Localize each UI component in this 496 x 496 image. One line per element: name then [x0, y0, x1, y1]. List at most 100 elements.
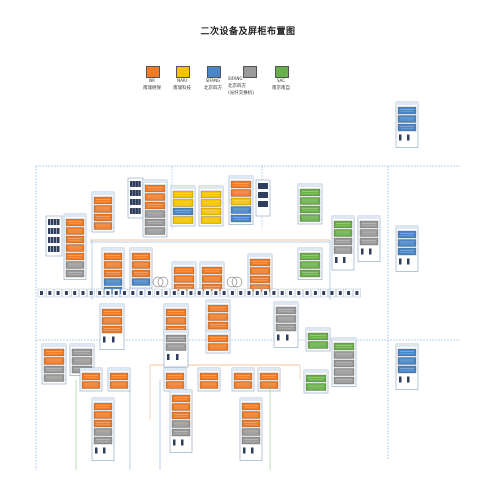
cabinet-low-4-module-0 — [207, 334, 229, 343]
rack-upper-1-device-0-0 — [130, 181, 133, 187]
cabinet-mid-2-module-0 — [201, 266, 223, 275]
strip-device-3 — [64, 291, 68, 295]
rack-upper-2-device-0-1 — [260, 183, 263, 189]
rack-left-1-device-2-3 — [57, 237, 60, 243]
cabinet-feeder-6-header — [258, 368, 280, 371]
strip-device-18 — [189, 291, 193, 295]
cabinet-low-6-module-1 — [275, 315, 297, 323]
cabinet-low-4-module-1 — [207, 343, 229, 351]
cabinet-bottom-3-module-3 — [241, 428, 261, 436]
strip-device-4 — [73, 291, 77, 295]
cabinet-feeder-1-module-1 — [81, 381, 101, 389]
cabinet-far-right-1-device-0 — [399, 258, 402, 265]
rack-left-1-device-0-0 — [48, 219, 51, 225]
rack-left-1-device-2-1 — [51, 237, 54, 243]
rack-upper-1-device-2-1 — [132, 199, 136, 205]
legend: NR 南瑞继保 NARI 南瑞科技 SIFANG 北京四方 SIFANG 北京四… — [0, 0, 496, 110]
rack-upper-1-device-0-1 — [132, 181, 136, 187]
cabinet-far-right-1-module-0 — [397, 230, 417, 239]
cabinet-low-3-module-1 — [207, 313, 229, 321]
cabinet-left-3-module-1 — [103, 261, 123, 269]
cabinet-far-right-2-device-1 — [407, 376, 410, 383]
rack-upper-2-device-2-0 — [258, 201, 261, 207]
cabinet-left-2-module-3 — [93, 222, 113, 230]
strip-device-38 — [355, 291, 359, 295]
cabinet-upper-1-module-3 — [144, 210, 166, 218]
cabinet-left-3-module-2 — [103, 269, 123, 278]
cabinet-far-right-1-device-1 — [407, 258, 410, 265]
cabinet-right-4-device-1 — [369, 248, 372, 255]
rack-left-1-device-3-1 — [51, 246, 54, 252]
cabinet-low-6-header — [274, 302, 298, 305]
cabinet-upper-1-module-4 — [144, 218, 166, 227]
cabinet-upper-1-module-1 — [144, 193, 166, 201]
strip-device-16 — [172, 291, 176, 295]
strip-device-5 — [81, 291, 85, 295]
rack-left-1-device-3-2 — [54, 246, 57, 252]
strip-device-17 — [181, 291, 185, 295]
transformer-a-0 — [152, 276, 164, 288]
cabinet-mid-1-header — [172, 262, 196, 265]
cabinet-left-4-module-2 — [131, 269, 151, 278]
cabinet-far-right-2-header — [396, 344, 418, 347]
cabinet-low-2-module-1 — [165, 317, 187, 325]
legend-code-sifang-switch: SIFANG — [228, 76, 243, 81]
strip-device-14 — [156, 291, 160, 295]
strip-device-20 — [206, 291, 209, 295]
cabinet-bottom-2-module-2 — [171, 411, 191, 420]
cabinet-right-1-module-2 — [299, 205, 321, 214]
cabinet-right-2-header — [298, 248, 322, 251]
strip-device-6 — [89, 291, 93, 295]
cabinet-bl-2-module-1 — [71, 357, 93, 365]
strip-device-33 — [313, 291, 317, 295]
cabinet-low-8-module-4 — [333, 376, 355, 385]
strip-device-19 — [197, 291, 201, 295]
cabinet-far-right-1-header — [396, 226, 418, 229]
strip-device-21 — [214, 291, 218, 295]
rack-upper-2-device-2-3 — [265, 201, 268, 207]
cabinet-feeder-5-module-0 — [233, 372, 253, 381]
cabinet-left-3-module-3 — [103, 278, 123, 286]
strip-device-11 — [131, 291, 135, 295]
rack-left-1-device-3-3 — [57, 246, 60, 252]
cabinet-left-1-module-4 — [65, 252, 85, 261]
cabinet-low-8-module-1 — [333, 351, 355, 359]
cabinet-right-3-header — [332, 216, 354, 219]
rack-upper-1-device-0-3 — [138, 181, 141, 187]
cabinet-bottom-2-module-4 — [171, 428, 191, 437]
cabinet-upper-2-module-0 — [172, 190, 194, 199]
cabinet-right-3-module-1 — [333, 229, 353, 237]
cabinet-right-1-header — [298, 184, 322, 187]
cabinet-bottom-2-module-1 — [171, 403, 191, 411]
cabinet-low-3-header — [206, 300, 230, 303]
rack-left-1-device-1-2 — [54, 228, 57, 234]
cabinet-right-4-device-0 — [361, 248, 364, 255]
cabinet-top-right-module-2 — [397, 123, 417, 132]
cabinet-low-5-device-1 — [176, 354, 179, 360]
strip-device-35 — [330, 291, 334, 295]
strip-device-7 — [98, 291, 102, 295]
cabinet-left-2-module-0 — [93, 196, 113, 205]
rack-upper-1-device-1-3 — [138, 190, 141, 196]
rack-left-1-device-0-3 — [57, 219, 60, 225]
cabinet-bl-2-header — [70, 344, 94, 347]
cabinet-bottom-1-header — [92, 398, 114, 401]
rack-upper-2-device-2-2 — [263, 201, 266, 207]
strip-device-30 — [289, 291, 292, 295]
cabinet-left-4-module-1 — [131, 261, 151, 269]
legend-name-sac: 南京南自 — [272, 86, 290, 91]
cabinet-left-1-module-5 — [65, 261, 85, 269]
cabinet-bottom-1-module-3 — [93, 428, 113, 436]
cabinet-bl-2-module-0 — [71, 348, 93, 357]
cabinet-far-right-2-device-0 — [399, 376, 402, 383]
cabinet-low-8-header — [332, 338, 356, 341]
cabinet-low-8-module-0 — [333, 342, 355, 351]
cabinet-feeder-6-module-1 — [259, 381, 279, 389]
cabinet-bottom-3-device-0 — [243, 447, 246, 454]
cabinet-upper-4-module-3 — [230, 206, 252, 214]
cabinet-bottom-2-module-3 — [171, 420, 191, 428]
cabinet-low-3-module-2 — [207, 321, 229, 330]
cabinet-low-7-module-0 — [307, 332, 329, 341]
strip-device-23 — [230, 291, 234, 295]
